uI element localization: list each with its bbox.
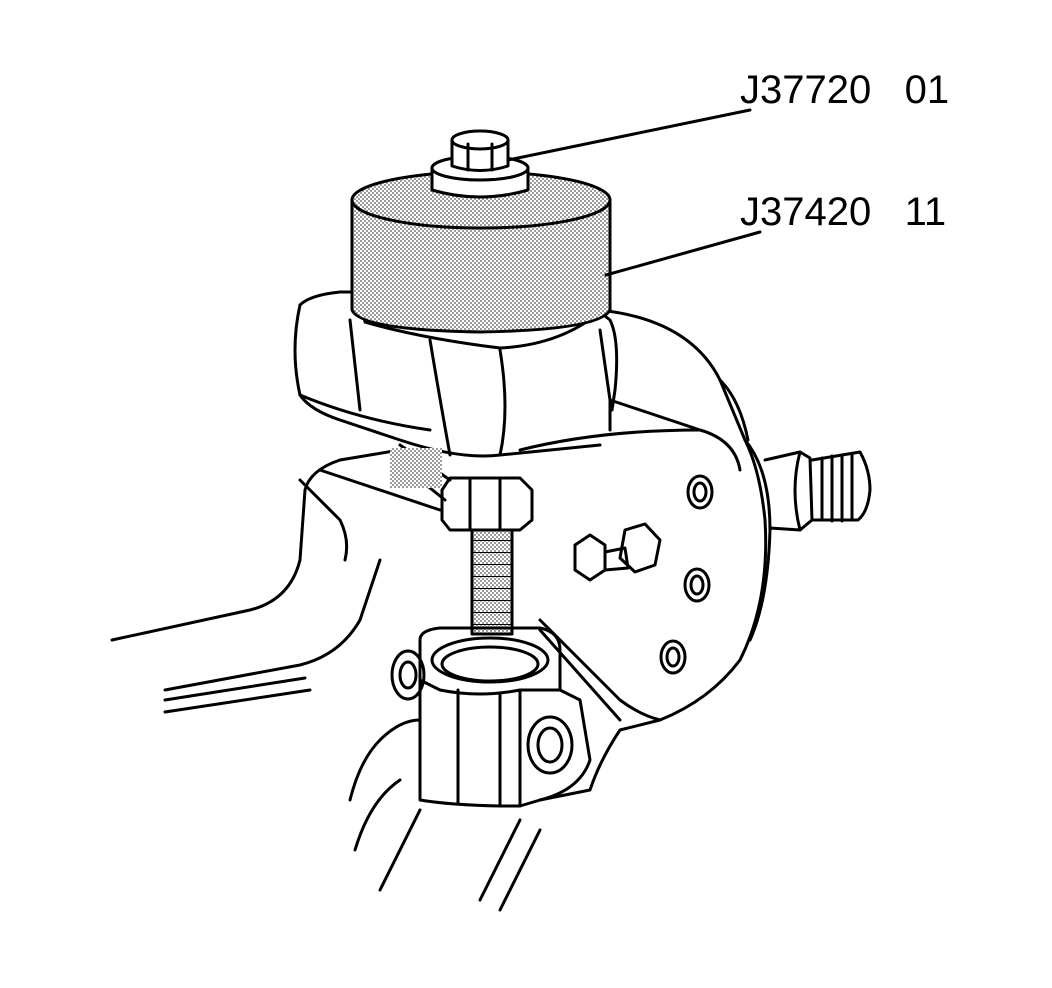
knuckle-bolt-holes (659, 474, 714, 675)
puller-cylinder (350, 170, 612, 334)
support-arm-contour (348, 718, 542, 912)
lower-boss (390, 626, 592, 808)
side-bolt (573, 522, 662, 582)
threaded-rod (470, 528, 514, 636)
leader-line-2 (604, 230, 762, 277)
hex-nut (390, 443, 534, 532)
callout-number: 01 (904, 68, 950, 112)
steering-knuckle (518, 308, 772, 802)
bolt-assembly (430, 129, 530, 199)
callout-number: 11 (904, 190, 947, 234)
callout-label-j37420: J37420 11 (740, 192, 946, 232)
leader-line-1 (506, 108, 752, 162)
axle-beam (110, 448, 442, 714)
spindle (763, 450, 872, 532)
callout-part: J37420 (740, 190, 872, 234)
callout-part: J37720 (740, 68, 872, 112)
upper-boss (293, 290, 619, 458)
callout-label-j37720: J37720 01 (740, 70, 949, 110)
